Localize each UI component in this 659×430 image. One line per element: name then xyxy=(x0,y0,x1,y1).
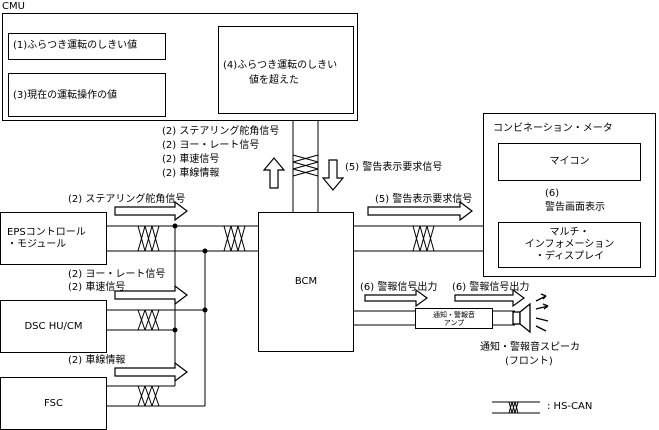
junction-dot xyxy=(172,327,178,333)
micon-label: マイコン xyxy=(549,156,590,167)
mid-box: マルチ・ インフォメーション ・ディスプレイ xyxy=(498,222,641,268)
cmu-bcm-can-bus xyxy=(292,121,319,213)
signal-label-cmu-bcm-yaw: (2) ヨー・レート信号 xyxy=(162,140,260,151)
legend-label: : HS-CAN xyxy=(547,401,593,412)
speaker-label-1: 通知・警報音スピーカ xyxy=(480,342,580,353)
mid-label-3: ・ディスプレイ xyxy=(534,251,605,262)
dsc-fsc-can-branches xyxy=(107,226,206,407)
signal-arrows xyxy=(114,200,526,383)
signal-label-alarm-out-2: (6) 警報信号出力 xyxy=(452,282,530,293)
junction-dot xyxy=(202,307,208,313)
signal-label-micon-display-2: 警告画面表示 xyxy=(545,202,605,213)
meter-title: コンビネーション・メータ xyxy=(493,123,613,134)
signal-label-cmu-bcm-steering: (2) ステアリング舵角信号 xyxy=(162,126,280,137)
cmu-threshold-label: (1)ふらつき運転のしきい値 xyxy=(13,40,138,51)
cmu-title: CMU xyxy=(2,1,25,12)
bcm-label: BCM xyxy=(294,276,318,287)
signal-label-dsc-speed: (2) 車速信号 xyxy=(68,282,126,293)
fsc-label: FSC xyxy=(44,397,63,409)
signal-label-fsc-lane: (2) 車線情報 xyxy=(68,355,126,366)
amp-label-1: 通知・警報音 xyxy=(433,310,475,319)
eps-label-2: ・モジュール xyxy=(7,238,67,250)
speaker-icon xyxy=(512,293,549,334)
cmu-current-value-box: (3)現在の運転操作の値 xyxy=(8,73,166,117)
up-arrow-icon xyxy=(262,157,286,189)
speaker-label-2: (フロント) xyxy=(505,356,553,367)
amp-box: 通知・警報音 アンプ xyxy=(415,308,493,329)
dsc-box: DSC HU/CM xyxy=(0,300,107,353)
signal-label-eps-steering: (2) ステアリング舵角信号 xyxy=(68,194,186,205)
micon-box: マイコン xyxy=(498,143,641,181)
fsc-box: FSC xyxy=(0,377,107,430)
bcm-box: BCM xyxy=(258,212,354,352)
amp-label-2: アンプ xyxy=(443,318,465,327)
bcm-meter-can-bus xyxy=(353,225,500,252)
signal-label-warning-request-cmu: (5) 警告表示要求信号 xyxy=(345,162,443,173)
legend-can-symbol xyxy=(492,401,540,414)
mid-label-1: マルチ・ xyxy=(549,227,590,238)
mid-label-2: インフォメーション xyxy=(524,239,615,250)
cmu-exceeded-box: (4)ふらつき運転のしきい 値を超えた xyxy=(218,26,354,114)
eps-box: EPSコントロール ・モジュール xyxy=(0,212,107,265)
down-arrow-icon xyxy=(321,159,345,191)
cmu-exceeded-label-2: 値を超えた xyxy=(249,75,299,86)
signal-label-cmu-bcm-lane: (2) 車線情報 xyxy=(162,168,220,179)
signal-label-warning-request-meter: (5) 警告表示要求信号 xyxy=(375,194,473,205)
signal-label-dsc-yaw: (2) ヨー・レート信号 xyxy=(68,269,166,280)
bcm-amp-wire xyxy=(353,310,515,326)
signal-label-alarm-out-1: (6) 警報信号出力 xyxy=(360,282,438,293)
cmu-exceeded-label-1: (4)ふらつき運転のしきい xyxy=(223,60,338,71)
junction-dot xyxy=(202,248,208,254)
eps-bcm-can-bus xyxy=(107,225,258,252)
junction-dot xyxy=(172,223,178,229)
signal-label-micon-display-1: (6) xyxy=(545,188,560,199)
cmu-threshold-box: (1)ふらつき運転のしきい値 xyxy=(8,33,166,60)
dsc-label: DSC HU/CM xyxy=(24,320,83,332)
signal-label-cmu-bcm-speed: (2) 車速信号 xyxy=(162,154,220,165)
cmu-current-value-label: (3)現在の運転操作の値 xyxy=(13,90,118,101)
eps-label-1: EPSコントロール xyxy=(7,226,86,238)
